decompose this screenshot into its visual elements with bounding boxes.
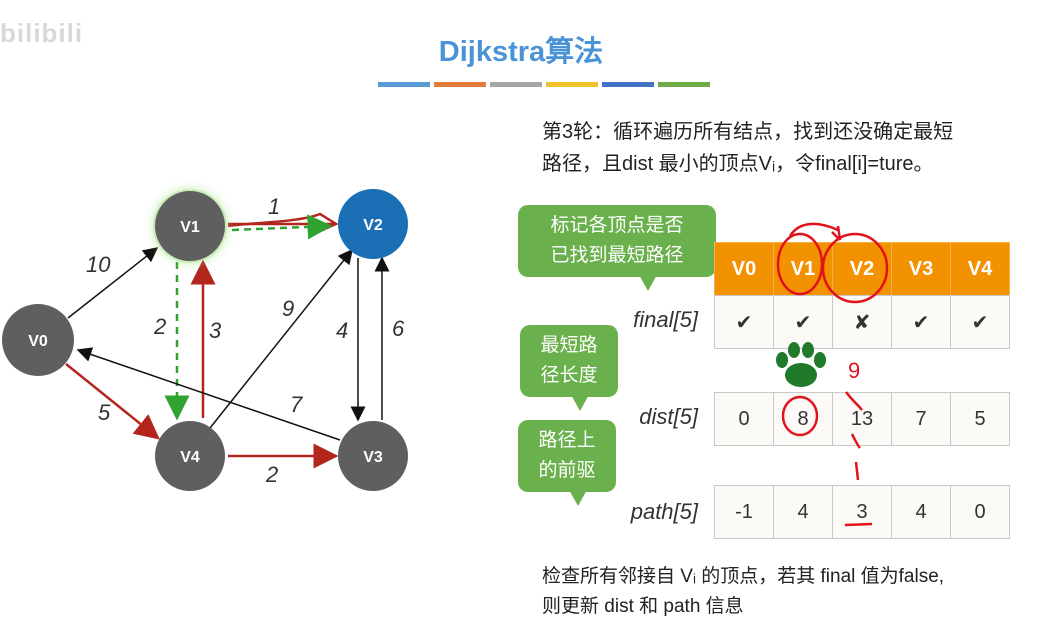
path-cell: -1	[714, 485, 774, 539]
node-label: V0	[28, 333, 48, 350]
final-cell: ✔	[891, 295, 951, 349]
node-label: V4	[180, 449, 200, 466]
bubble-line: 已找到最短路径	[550, 245, 684, 266]
color-segment	[602, 82, 654, 87]
path-explanation-bubble: 路径上 的前驱	[518, 420, 616, 506]
description-line: 则更新 dist 和 path 信息	[542, 596, 744, 617]
edge-label: 2	[153, 314, 166, 339]
header-cell: V4	[950, 242, 1010, 296]
final-cell: ✔	[714, 295, 774, 349]
final-cell: ✔	[773, 295, 833, 349]
path-cell: 4	[773, 485, 833, 539]
node-v1	[155, 191, 225, 261]
round-description: 第3轮：循环遍历所有结点，找到还没确定最短 路径，且dist 最小的顶点Vᵢ，令…	[542, 116, 1022, 180]
final-explanation-bubble: 标记各顶点是否 已找到最短路径	[518, 205, 716, 291]
edge-label: 2	[265, 462, 278, 487]
edge-label: 7	[290, 392, 303, 417]
node-label: V1	[180, 219, 200, 236]
dist-explanation-bubble: 最短路 径长度	[520, 325, 618, 411]
final-row-label: final[5]	[633, 307, 698, 332]
description-line: 路径，且dist 最小的顶点Vᵢ，令final[i]=ture。	[542, 153, 934, 175]
bubble-line: 径长度	[540, 365, 598, 386]
header-cell: V3	[891, 242, 951, 296]
edge-v1-v2-green	[231, 214, 333, 240]
edge-label: 5	[98, 400, 111, 425]
edge-label: 10	[86, 252, 111, 277]
dist-row: 0 8 13 7 5	[714, 392, 1010, 446]
final-cell: ✔	[950, 295, 1010, 349]
final-cell: ✘	[832, 295, 892, 349]
update-description: 检查所有邻接自 Vᵢ 的顶点，若其 final 值为false, 则更新 dis…	[542, 562, 1032, 622]
edge-v3-v0	[76, 347, 341, 441]
node-v0	[2, 304, 74, 376]
header-cell: V1	[773, 242, 833, 296]
vertex-header-row: V0 V1 V2 V3 V4	[714, 242, 1010, 296]
edge-label: 3	[209, 318, 222, 343]
header-cell: V2	[832, 242, 892, 296]
title-color-bar	[378, 82, 710, 87]
graph-diagram: 1 10 2 3 9 4 6 7 5 2 V0 V1 V2 V3 V4	[2, 189, 408, 491]
edge-label: 9	[282, 296, 294, 321]
dist-cell: 0	[714, 392, 774, 446]
edge-label: 6	[392, 316, 405, 341]
color-segment	[546, 82, 598, 87]
color-segment	[490, 82, 542, 87]
dist-row-label: dist[5]	[639, 404, 698, 429]
edge-v0-v1	[67, 247, 159, 319]
description-line: 检查所有邻接自 Vᵢ 的顶点，若其 final 值为false,	[542, 566, 945, 587]
description-line: 第3轮：循环遍历所有结点，找到还没确定最短	[542, 121, 954, 143]
dist-cell: 13	[832, 392, 892, 446]
page-title: Dijkstra算法	[438, 36, 604, 68]
edge-v0-v4	[65, 363, 160, 440]
color-segment	[658, 82, 710, 87]
header-cell: V0	[714, 242, 774, 296]
edge-label: 4	[336, 318, 348, 343]
bubble-line: 的前驱	[538, 460, 596, 481]
bubble-line: 路径上	[538, 430, 596, 451]
dist-cell: 5	[950, 392, 1010, 446]
color-segment	[378, 82, 430, 87]
node-v4	[155, 421, 225, 491]
path-cell: 3	[832, 485, 892, 539]
bubble-line: 标记各顶点是否	[550, 215, 684, 236]
edge-v1-v2-red-stroke	[227, 212, 339, 234]
node-v3	[338, 421, 408, 491]
path-cell: 0	[950, 485, 1010, 539]
node-v2	[338, 189, 408, 259]
path-row-label: path[5]	[630, 499, 698, 524]
color-segment	[434, 82, 486, 87]
path-cell: 4	[891, 485, 951, 539]
edge-v4-v2	[209, 248, 353, 429]
v1-to-v2-arrow	[788, 222, 842, 241]
edge-label: 1	[268, 194, 280, 219]
node-label: V3	[363, 449, 383, 466]
node-label: V2	[363, 217, 383, 234]
dist-v2-handwritten: 9	[848, 358, 860, 383]
dist-cell: 7	[891, 392, 951, 446]
dist-cell: 8	[773, 392, 833, 446]
path-row: -1 4 3 4 0	[714, 485, 1010, 539]
final-row: ✔ ✔ ✘ ✔ ✔	[714, 295, 1010, 349]
bilibili-watermark: bilibili	[0, 18, 84, 48]
bubble-line: 最短路	[540, 335, 598, 356]
